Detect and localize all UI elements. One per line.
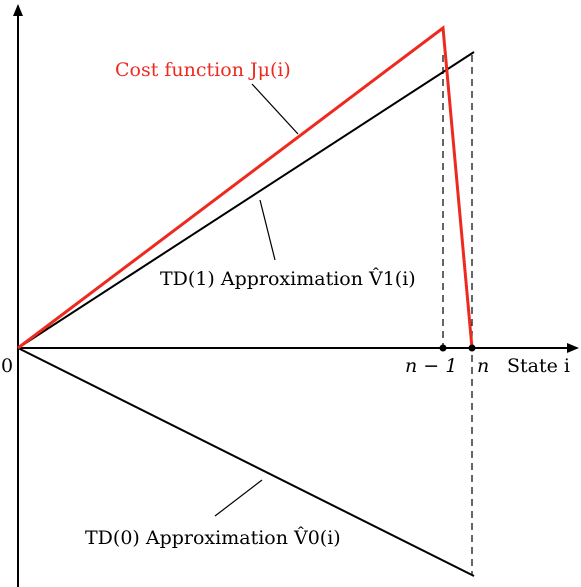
state-axis-label: State i [507,355,570,377]
td1-leader [259,199,276,261]
td0-label: TD(0) Approximation V̂0(i) [85,527,341,549]
td1-approximation-line [17,51,475,349]
point-n [468,344,476,352]
td1-label: TD(1) Approximation V̂1(i) [160,268,416,290]
cost-function-curve [17,25,474,350]
n-label: n [477,355,489,377]
cost-function-leader [251,83,299,135]
n-minus-1-label: n − 1 [405,355,457,377]
origin-label: 0 [1,355,13,377]
cost-function-label: Cost function Jμ(i) [115,59,291,81]
td0-leader [214,479,263,517]
td0-approximation-line [17,347,475,577]
point-n-minus-1 [439,344,447,352]
